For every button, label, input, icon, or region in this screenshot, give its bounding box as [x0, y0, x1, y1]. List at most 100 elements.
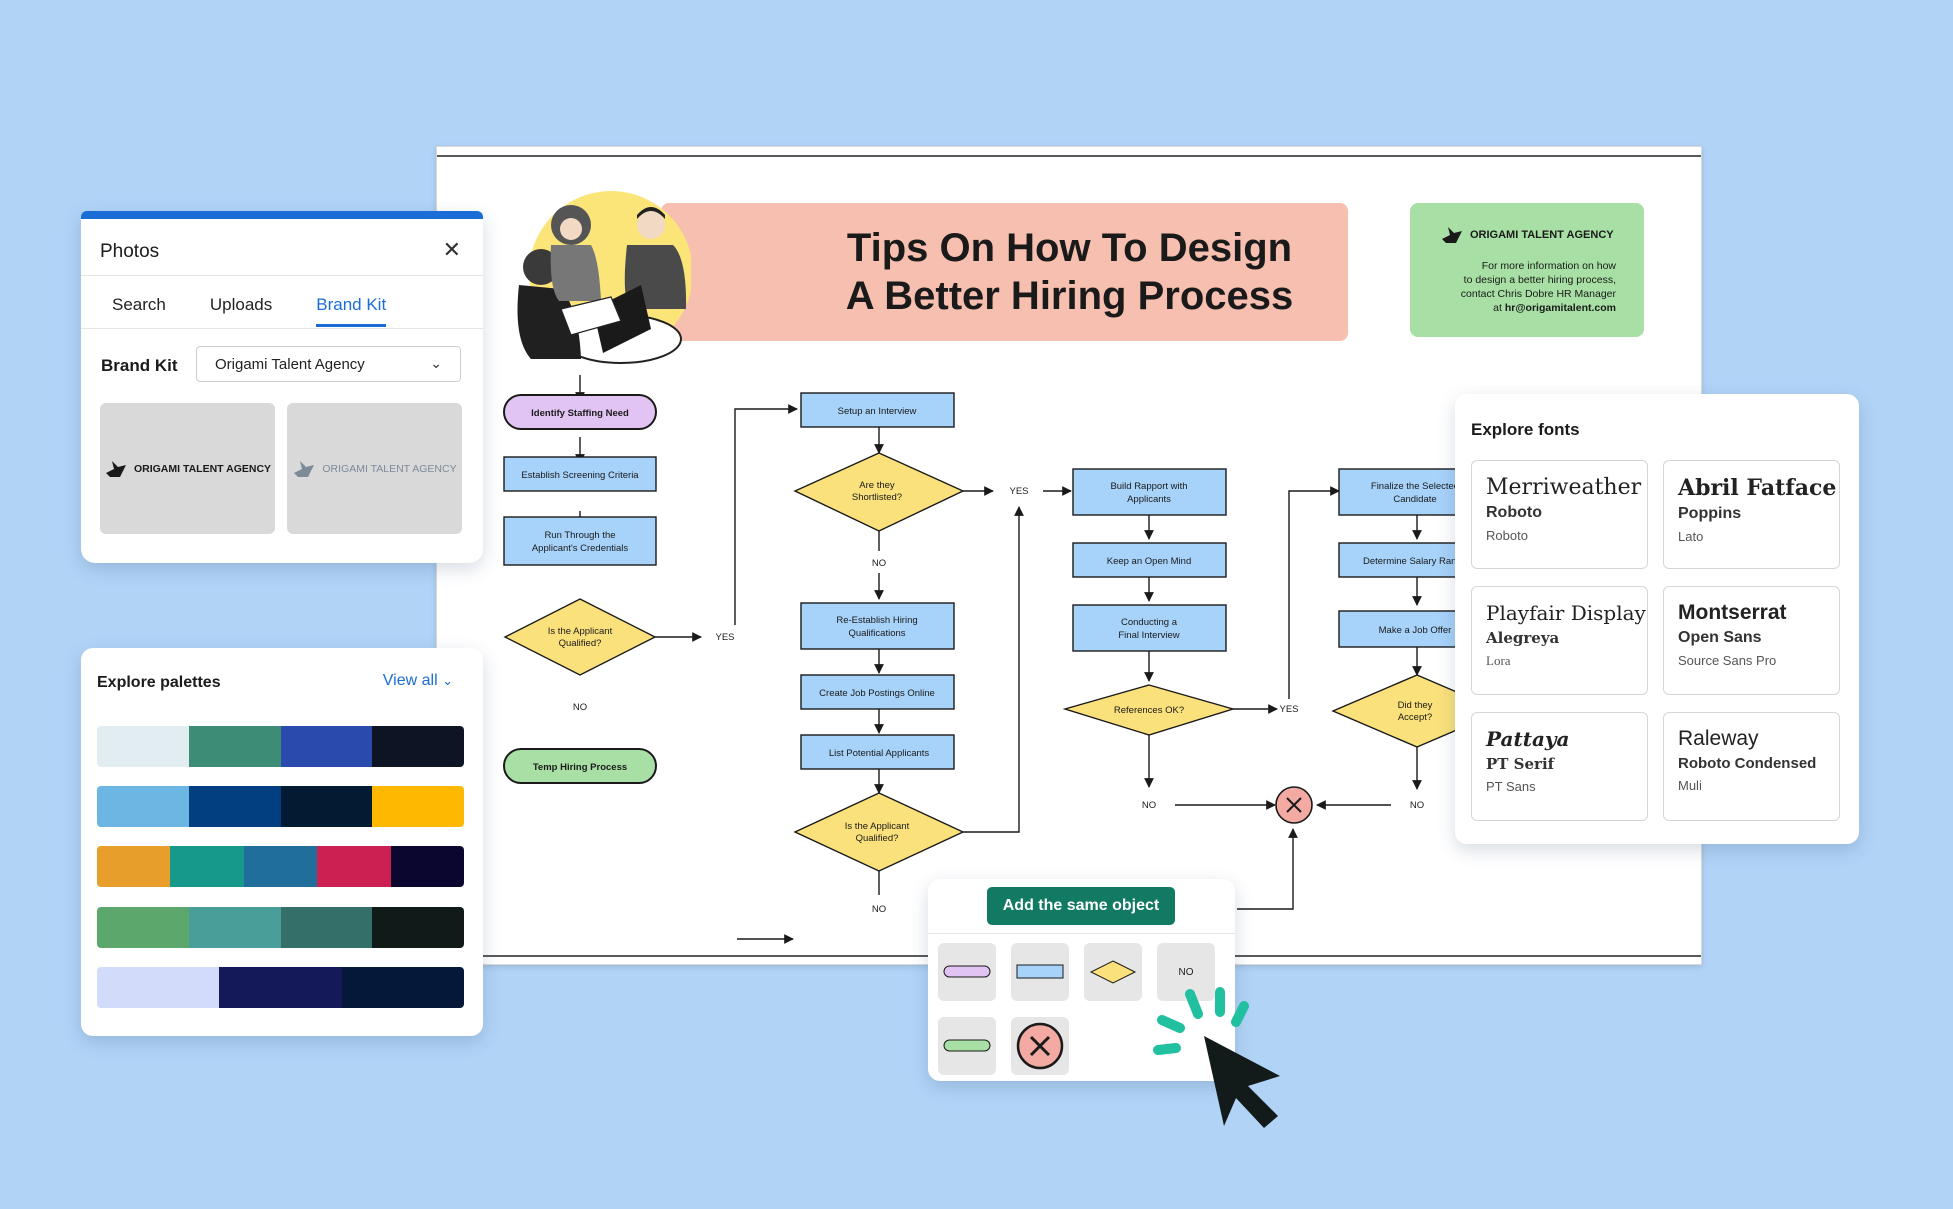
font-primary: Abril Fatface — [1678, 475, 1837, 501]
palette-swatch[interactable] — [97, 726, 189, 767]
node-references-ok[interactable]: References OK? — [1114, 705, 1184, 716]
brand-logo-dark[interactable]: ORIGAMI TALENT AGENCY — [100, 403, 275, 534]
hiring-flowchart: Identify Staffing Need Establish Screeni… — [503, 375, 1503, 944]
node-final-interview-b[interactable]: Final Interview — [1118, 630, 1179, 641]
palette-swatch[interactable] — [97, 907, 189, 948]
palette-swatch[interactable] — [390, 846, 464, 887]
palette-swatch[interactable] — [372, 726, 464, 767]
palette-swatch[interactable] — [317, 846, 391, 887]
fonts-panel: Explore fonts Merriweather Roboto Roboto… — [1455, 394, 1859, 844]
divider — [81, 275, 483, 276]
close-circle-icon — [1016, 1022, 1064, 1070]
font-primary: Playfair Display — [1486, 601, 1646, 625]
node-final-interview-a[interactable]: Conducting a — [1121, 617, 1178, 628]
palette-row-3[interactable] — [97, 846, 464, 887]
font-pair-card[interactable]: Merriweather Roboto Roboto — [1471, 460, 1648, 569]
font-pair-card[interactable]: Playfair Display Alegreya Lora — [1471, 586, 1648, 695]
node-rapport-b[interactable]: Applicants — [1127, 494, 1171, 505]
node-finalize-b[interactable]: Candidate — [1393, 494, 1436, 505]
font-tertiary: Lora — [1486, 653, 1511, 668]
font-pair-card[interactable]: Pattaya PT Serif PT Sans — [1471, 712, 1648, 821]
brand-kit-select[interactable]: Origami Talent Agency ⌄ — [196, 346, 461, 382]
palette-swatch[interactable] — [219, 967, 342, 1008]
font-pair-card[interactable]: Raleway Roboto Condensed Muli — [1663, 712, 1840, 821]
node-qualified-2a[interactable]: Is the Applicant — [845, 821, 910, 832]
title-banner[interactable]: Tips On How To Design A Better Hiring Pr… — [661, 203, 1348, 341]
node-identify-staffing[interactable]: Identify Staffing Need — [531, 408, 629, 419]
object-option-end-circle[interactable] — [1011, 1017, 1069, 1075]
object-option-terminal[interactable] — [938, 943, 996, 1001]
palette-swatch[interactable] — [188, 726, 281, 767]
node-reestablish-a[interactable]: Re-Establish Hiring — [836, 615, 917, 626]
palette-swatch[interactable] — [372, 907, 464, 948]
mouse-cursor-icon — [1153, 987, 1280, 1128]
font-tertiary: Roboto — [1486, 528, 1528, 543]
node-establish-criteria[interactable]: Establish Screening Criteria — [521, 470, 639, 481]
node-qualified-1a[interactable]: Is the Applicant — [548, 626, 613, 637]
node-rapport-a[interactable]: Build Rapport with — [1110, 481, 1187, 492]
font-primary: Raleway — [1678, 727, 1759, 750]
font-tertiary: Lato — [1678, 529, 1704, 544]
font-tertiary: Muli — [1678, 778, 1702, 793]
node-job-offer[interactable]: Make a Job Offer — [1379, 625, 1452, 636]
agency-email[interactable]: hr@origamitalent.com — [1504, 302, 1616, 314]
palette-row-1[interactable] — [97, 726, 464, 767]
palettes-panel-title: Explore palettes — [97, 674, 221, 691]
brand-kit-label: Brand Kit — [101, 356, 178, 375]
palette-swatch[interactable] — [97, 786, 189, 827]
node-qualified-2b[interactable]: Qualified? — [856, 833, 899, 844]
node-list-applicants[interactable]: List Potential Applicants — [829, 748, 930, 759]
palette-swatch[interactable] — [280, 907, 373, 948]
node-accept-b[interactable]: Accept? — [1398, 712, 1432, 723]
font-pair-card[interactable]: Montserrat Open Sans Source Sans Pro — [1663, 586, 1840, 695]
brand-logo-text: ORIGAMI TALENT AGENCY — [322, 462, 457, 475]
node-qualified-1b[interactable]: Qualified? — [559, 638, 602, 649]
node-finalize-a[interactable]: Finalize the Selected — [1371, 481, 1459, 492]
palette-swatch[interactable] — [280, 786, 373, 827]
view-all-link[interactable]: View all ⌄ — [383, 672, 453, 690]
palette-row-2[interactable] — [97, 786, 464, 827]
node-job-postings[interactable]: Create Job Postings Online — [819, 688, 935, 699]
node-setup-interview[interactable]: Setup an Interview — [838, 406, 917, 417]
node-shortlisted-a[interactable]: Are they — [859, 480, 895, 491]
palette-swatch[interactable] — [170, 846, 244, 887]
brand-logo-light[interactable]: ORIGAMI TALENT AGENCY — [287, 403, 462, 534]
palette-swatch[interactable] — [188, 907, 281, 948]
palette-swatch[interactable] — [280, 726, 373, 767]
palette-swatch[interactable] — [97, 846, 171, 887]
font-pair-card[interactable]: Abril Fatface Poppins Lato — [1663, 460, 1840, 569]
palette-swatch[interactable] — [188, 786, 281, 827]
font-primary: Merriweather — [1486, 475, 1642, 500]
node-shortlisted-b[interactable]: Shortlisted? — [852, 492, 902, 503]
close-icon[interactable]: ✕ — [442, 237, 461, 262]
node-accept-a[interactable]: Did they — [1398, 700, 1433, 711]
people-illustration[interactable] — [501, 189, 691, 365]
object-option-process[interactable] — [1011, 943, 1069, 1001]
brand-kit-selected-value: Origami Talent Agency — [215, 355, 365, 373]
node-open-mind[interactable]: Keep an Open Mind — [1107, 556, 1192, 567]
add-same-object-button[interactable]: Add the same object — [987, 887, 1175, 925]
node-run-through-1[interactable]: Run Through the — [544, 530, 615, 541]
object-option-terminal-green[interactable] — [938, 1017, 996, 1075]
label-yes: YES — [715, 632, 734, 643]
object-option-decision[interactable] — [1084, 943, 1142, 1001]
title-line-2: A Better Hiring Process — [845, 274, 1294, 318]
tab-uploads[interactable]: Uploads — [209, 295, 273, 314]
node-reestablish-b[interactable]: Qualifications — [848, 628, 905, 639]
palette-swatch[interactable] — [372, 786, 464, 827]
label-no: NO — [872, 904, 886, 915]
palette-swatch[interactable] — [341, 967, 464, 1008]
palette-row-5[interactable] — [97, 967, 464, 1008]
chevron-down-icon: ⌄ — [442, 673, 453, 688]
node-run-through-2[interactable]: Applicant's Credentials — [532, 543, 629, 554]
agency-contact-box[interactable]: ORIGAMI TALENT AGENCY For more informati… — [1410, 203, 1644, 337]
tab-brand-kit[interactable]: Brand Kit — [316, 295, 387, 327]
palette-row-4[interactable] — [97, 907, 464, 948]
node-temp-hiring[interactable]: Temp Hiring Process — [533, 762, 627, 773]
origami-swan-icon — [1442, 227, 1462, 243]
palette-swatch[interactable] — [243, 846, 318, 887]
label-no: NO — [1410, 800, 1424, 811]
palette-swatch[interactable] — [97, 967, 220, 1008]
tab-search[interactable]: Search — [112, 295, 166, 314]
node-salary-range[interactable]: Determine Salary Range — [1363, 556, 1467, 567]
